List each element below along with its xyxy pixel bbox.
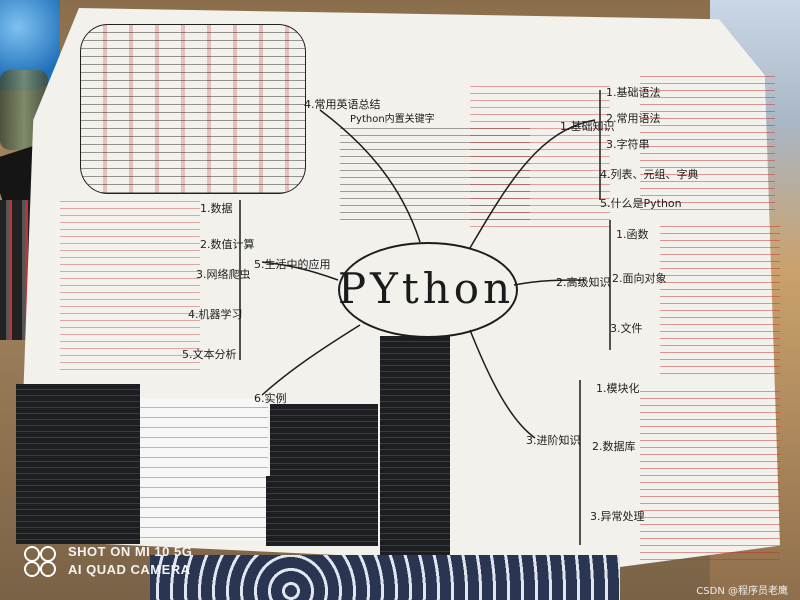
keyword-table-block <box>80 24 306 194</box>
fabric <box>150 555 620 600</box>
app-node-3: 3.网络爬虫 <box>196 268 251 281</box>
notes-apps <box>60 195 200 375</box>
branch-basic-knowledge: 1.基础知识 <box>560 120 615 133</box>
advanced-node-3: 3.文件 <box>610 322 643 335</box>
code-screenshot-1 <box>16 384 140 544</box>
pens <box>0 200 30 340</box>
app-node-5: 5.文本分析 <box>182 348 237 361</box>
branch-further-knowledge: 3.进阶知识 <box>526 434 581 447</box>
watermark-line-1: SHOT ON MI 10 5G <box>68 544 193 559</box>
code-screenshot-2 <box>140 398 268 540</box>
branch-python-keywords: Python内置关键字 <box>350 114 435 125</box>
source-watermark: CSDN @程序员老鹰 <box>696 586 788 597</box>
code-screenshot-5 <box>380 336 450 558</box>
basic-node-2: 2.常用语法 <box>606 112 661 125</box>
watermark-line-2: AI QUAD CAMERA <box>68 562 191 577</box>
code-screenshot-3 <box>270 404 378 476</box>
advanced-node-2: 2.面向对象 <box>612 272 667 285</box>
branch-advanced-knowledge: 2.高级知识 <box>556 276 611 289</box>
basic-node-1: 1.基础语法 <box>606 86 661 99</box>
advanced-node-1: 1.函数 <box>616 228 649 241</box>
basic-node-3: 3.字符串 <box>606 138 650 151</box>
branch-common-statements: 4.常用英语总结 <box>304 98 381 111</box>
branch-life-applications: 5.生活中的应用 <box>254 258 331 271</box>
basic-node-5: 5.什么是Python <box>600 197 682 210</box>
further-node-1: 1.模块化 <box>596 382 640 395</box>
notes-further <box>640 385 780 560</box>
notes-basic-right <box>640 70 775 210</box>
app-node-2: 2.数值计算 <box>200 238 255 251</box>
notes-advanced <box>660 220 780 380</box>
camera-rings-icon <box>24 546 58 577</box>
center-node <box>338 242 518 338</box>
notes-basic <box>470 80 610 230</box>
app-node-4: 4.机器学习 <box>188 308 243 321</box>
center-title: PYthon <box>337 263 515 313</box>
code-screenshot-4 <box>266 476 378 546</box>
further-node-2: 2.数据库 <box>592 440 636 453</box>
basic-node-4: 4.列表、元组、字典 <box>600 168 699 181</box>
branch-examples: 6.实例 <box>254 392 287 405</box>
app-node-1: 1.数据 <box>200 202 233 215</box>
further-node-3: 3.异常处理 <box>590 510 645 523</box>
notes-keywords <box>340 122 530 222</box>
